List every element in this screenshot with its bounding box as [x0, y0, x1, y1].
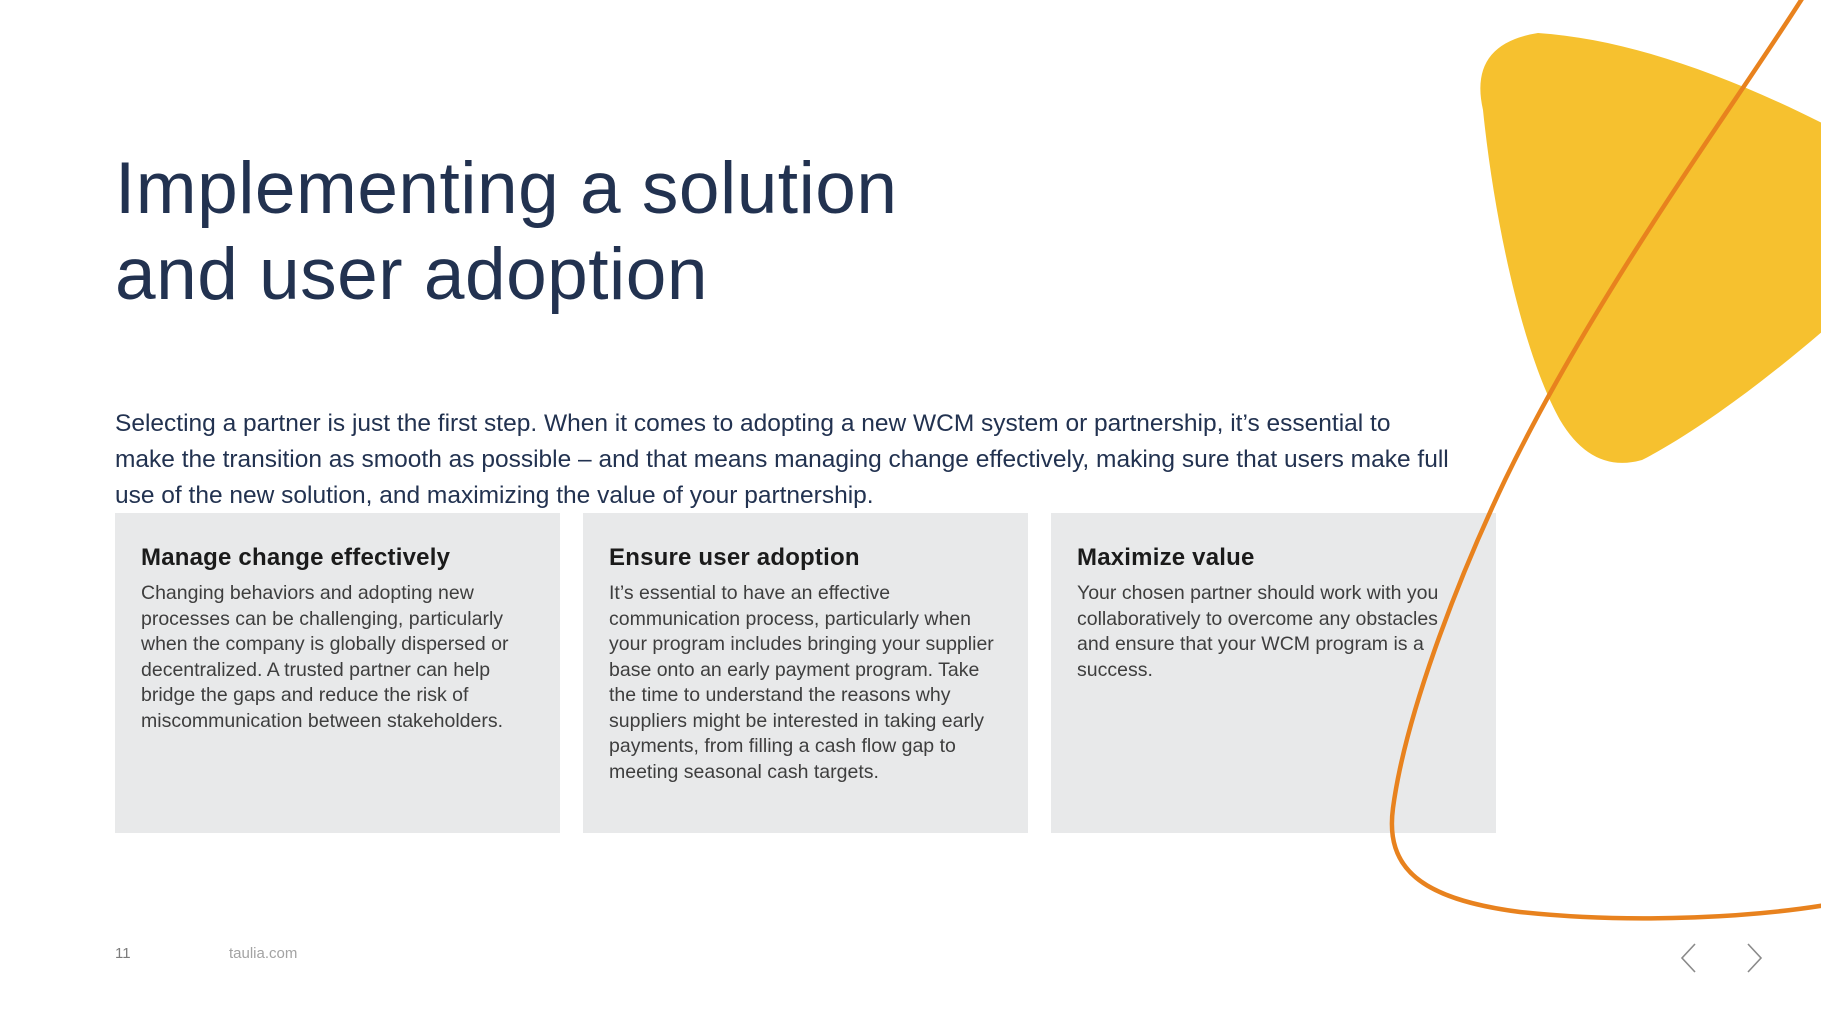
chevron-right-icon — [1747, 943, 1763, 973]
card-heading: Ensure user adoption — [609, 544, 860, 571]
intro-paragraph: Selecting a partner is just the first st… — [115, 409, 1449, 509]
card-heading: Manage change effectively — [141, 544, 451, 571]
card-manage-change: Manage change effectively Changing behav… — [115, 513, 560, 833]
card-maximize-value: Maximize value Your chosen partner shoul… — [1051, 513, 1496, 833]
next-slide-button[interactable] — [1741, 938, 1767, 978]
page-title: Implementing a solution and user adoptio… — [115, 146, 898, 318]
previous-slide-button[interactable] — [1676, 938, 1702, 978]
chevron-left-icon — [1680, 943, 1696, 973]
page-title-line-2: and user adoption — [115, 234, 708, 316]
card-body: It’s essential to have an effective comm… — [609, 582, 994, 783]
card-body: Changing behaviors and adopting new proc… — [141, 582, 509, 732]
page-title-line-1: Implementing a solution — [115, 148, 898, 229]
card-body: Your chosen partner should work with you… — [1077, 582, 1439, 681]
card-ensure-adoption: Ensure user adoption It’s essential to h… — [583, 513, 1028, 833]
card-heading: Maximize value — [1077, 544, 1255, 571]
page-number: 11 — [115, 945, 131, 962]
card-row: Manage change effectively Changing behav… — [115, 513, 1496, 833]
yellow-blob-shape — [1480, 33, 1821, 463]
website-label: taulia.com — [229, 945, 298, 962]
